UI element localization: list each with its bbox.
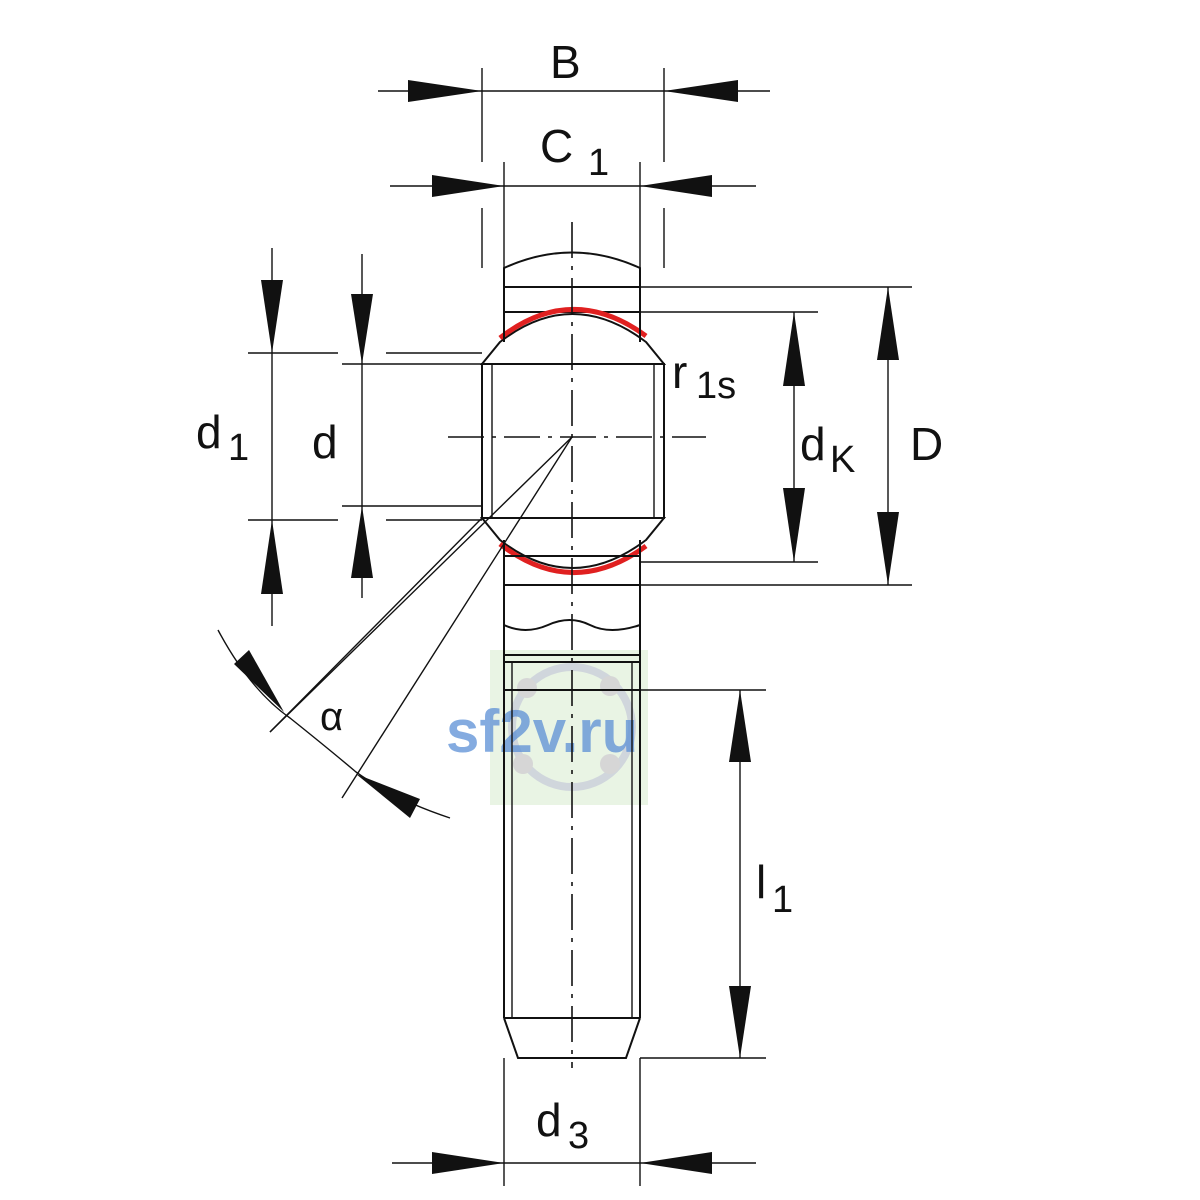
label-D: D <box>910 418 943 470</box>
watermark-text: sf2v.ru <box>446 698 638 765</box>
arrow-icon <box>261 520 283 594</box>
label-d3-subscript: 3 <box>568 1115 589 1157</box>
arrow-icon <box>664 80 738 102</box>
label-d1-subscript: 1 <box>228 427 249 469</box>
label-d3: d <box>536 1094 562 1146</box>
label-C1: C <box>540 120 573 172</box>
arrow-icon <box>877 512 899 585</box>
arrow-icon <box>640 1152 712 1174</box>
label-r1s-subscript: 1s <box>696 365 736 407</box>
arrow-icon <box>234 650 284 712</box>
inner-ring-top-section <box>479 313 667 365</box>
label-l1-subscript: 1 <box>772 879 793 921</box>
arrow-icon <box>356 774 420 818</box>
label-d1: d <box>196 406 222 458</box>
inner-ring-bottom-section <box>479 517 667 569</box>
watermark: sf2v.ru <box>446 650 648 805</box>
arrow-icon <box>729 690 751 762</box>
label-r1s: r <box>672 346 687 398</box>
arrow-icon <box>261 280 283 353</box>
label-C1-subscript: 1 <box>588 142 609 184</box>
arrow-icon <box>640 175 712 197</box>
arrow-icon <box>408 80 482 102</box>
arrow-icon <box>729 986 751 1058</box>
label-dK-subscript: K <box>830 439 855 481</box>
label-dK: d <box>800 418 826 470</box>
label-l1: l <box>756 856 766 908</box>
label-d: d <box>312 416 338 468</box>
watermark-ball-icon <box>600 754 620 774</box>
label-B: B <box>550 36 581 88</box>
arrow-icon <box>432 1152 504 1174</box>
arrow-icon <box>783 488 805 562</box>
bore <box>481 363 665 519</box>
watermark-ball-icon <box>517 678 537 698</box>
watermark-ball-icon <box>600 676 620 696</box>
arrow-icon <box>351 294 373 364</box>
arrow-icon <box>783 312 805 386</box>
arrow-icon <box>351 506 373 578</box>
watermark-ball-icon <box>513 754 533 774</box>
arrow-icon <box>432 175 504 197</box>
watermark-background <box>490 650 648 805</box>
thread-chamfer <box>503 1017 641 1059</box>
label-alpha: α <box>320 695 343 739</box>
arrow-icon <box>877 287 899 360</box>
